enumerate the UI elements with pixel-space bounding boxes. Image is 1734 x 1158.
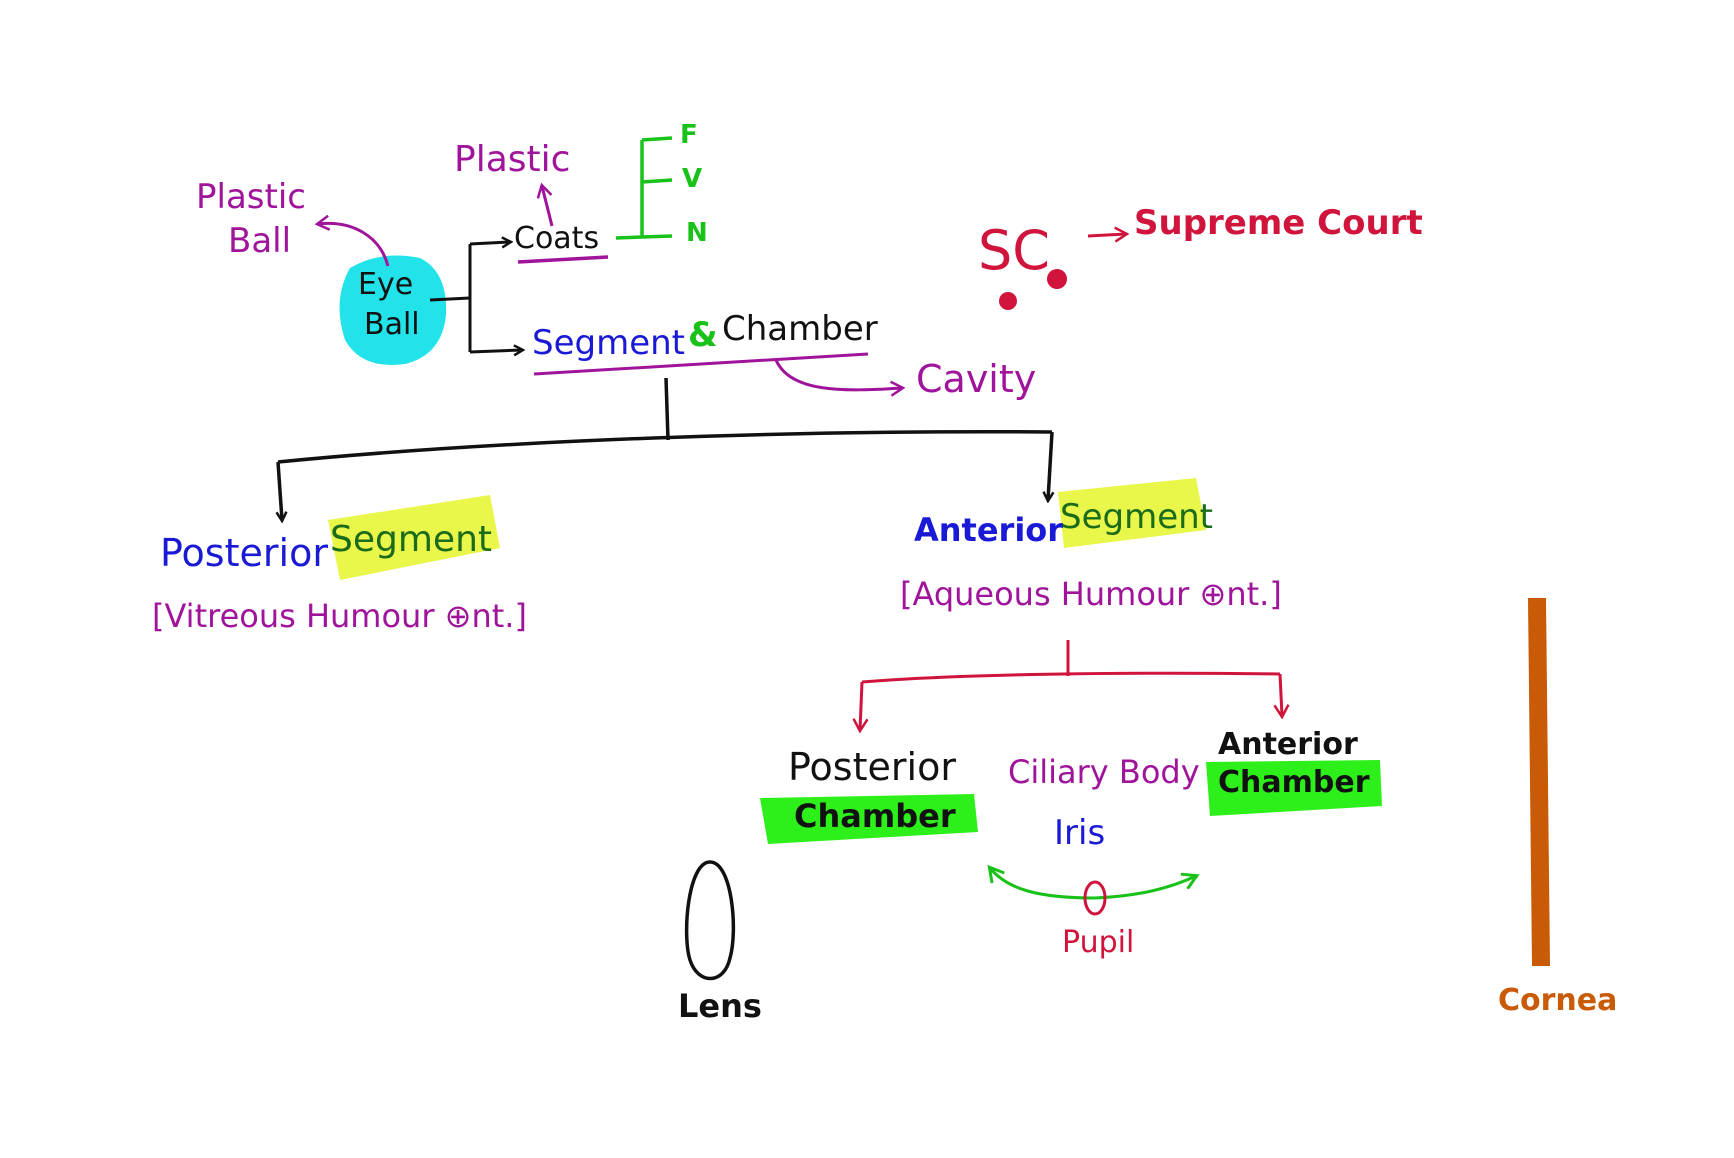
pupil-shape — [1083, 880, 1107, 916]
anterior-chamber-label-line1: Anterior — [1218, 727, 1358, 762]
ampersand-label: & — [688, 315, 718, 355]
sc-dot-1 — [999, 292, 1017, 310]
lens-label: Lens — [678, 987, 762, 1025]
iris-label: Iris — [1054, 813, 1106, 853]
cornea-label: Cornea — [1498, 983, 1618, 1018]
sc-label: SC — [978, 219, 1050, 282]
chamber-word-label: Chamber — [722, 309, 878, 349]
arrow-eye-to-plastic-ball — [318, 223, 390, 267]
cavity-label: Cavity — [916, 357, 1037, 401]
arrow-coats-to-plastic — [542, 186, 554, 227]
coats-label: Coats — [514, 221, 600, 256]
arrow-to-coats — [469, 242, 510, 244]
eye-ball-label-line1: Eye — [358, 267, 414, 302]
eye-ball-highlight — [339, 255, 447, 365]
anterior-segment-highlight — [1058, 478, 1206, 548]
vitreous-humour-label: [Vitreous Humour ⊕nt.] — [152, 597, 527, 635]
fvn-label-n: N — [686, 218, 708, 248]
arrow-to-anterior-segment — [1048, 431, 1052, 500]
sc-dot-2 — [1047, 269, 1067, 289]
supreme-court-label: Supreme Court — [1134, 203, 1423, 243]
arrow-iris-right — [1094, 876, 1196, 900]
plastic-ball-label-line2: Ball — [228, 221, 292, 261]
eye-ball-branch-stem — [429, 244, 472, 352]
posterior-chamber-highlight — [760, 794, 978, 844]
anterior-chamber-highlight — [1206, 760, 1382, 816]
tree-stem — [664, 377, 670, 441]
fvn-label-f: F — [680, 120, 698, 150]
aqueous-humour-label: [Aqueous Humour ⊕nt.] — [900, 575, 1282, 613]
tree-branch — [277, 430, 1053, 464]
plastic-ball-label-line1: Plastic — [196, 177, 306, 217]
arrow-to-anterior-chamber — [1280, 673, 1282, 716]
posterior-segment-posterior-label: Posterior — [160, 531, 328, 575]
cornea-bar — [1528, 598, 1550, 966]
pupil-label: Pupil — [1062, 925, 1135, 960]
posterior-chamber-label-line1: Posterior — [788, 745, 956, 789]
arrow-iris-left — [990, 868, 1096, 900]
lens-shape — [684, 860, 736, 981]
posterior-chamber-label-line2: Chamber — [794, 797, 956, 835]
posterior-segment-segment-label: Segment — [330, 519, 492, 560]
anterior-segment-anterior-label: Anterior — [914, 511, 1064, 549]
plastic-top-label: Plastic — [454, 139, 571, 180]
posterior-segment-highlight — [328, 495, 500, 580]
arrow-to-cavity — [774, 359, 902, 390]
anterior-chamber-label-line2: Chamber — [1218, 765, 1370, 800]
subtree-branch — [861, 671, 1281, 684]
eye-ball-label-line2: Ball — [364, 307, 420, 342]
arrow-to-segment-chamber — [469, 350, 522, 352]
segment-word-label: Segment — [532, 323, 685, 363]
fvn-bracket — [615, 136, 673, 240]
arrow-sc-to-supreme-court — [1087, 234, 1126, 236]
segment-chamber-underline — [533, 352, 869, 376]
fvn-label-v: V — [682, 164, 703, 194]
ciliary-body-label: Ciliary Body — [1008, 753, 1200, 791]
anterior-segment-segment-label: Segment — [1060, 497, 1213, 537]
arrow-to-posterior-chamber — [860, 681, 862, 730]
coats-underline — [517, 255, 609, 264]
arrow-to-posterior-segment — [278, 461, 282, 520]
